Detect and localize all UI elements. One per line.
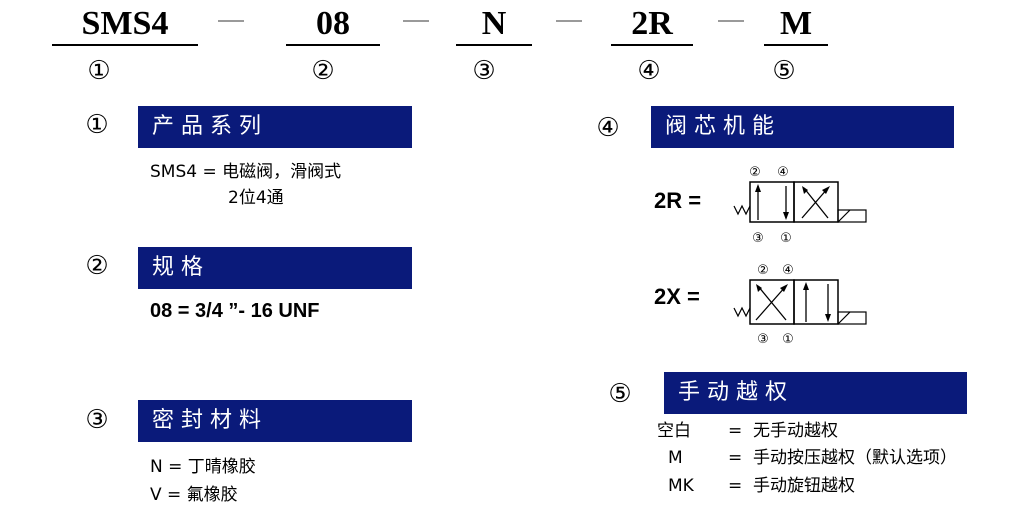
port-label-top: ② [749,165,761,180]
section-title-series: 产品系列 [138,106,412,148]
series-line-1: SMS4 = 电磁阀，滑阀式 [150,162,342,182]
code-segment-override: M [764,4,828,46]
code-segment-function: 2R [611,4,693,46]
code-separator [403,20,429,22]
port-label-bottom: ① [780,231,792,244]
seal-line-2: V = 氟橡胶 [150,485,238,505]
port-label-top: ④ [782,263,794,278]
code-separator [556,20,582,22]
override-desc: 手动旋钮越权 [753,476,855,496]
section-title-size: 规格 [138,247,412,289]
code-separator [718,20,744,22]
override-eq: = [728,448,743,468]
section-marker: ⑤ [608,379,632,409]
code-marker-1: ① [87,56,111,86]
section-title-seal: 密封材料 [138,400,412,442]
seal-line-1: N = 丁晴橡胶 [150,457,256,477]
spring-icon [733,204,751,216]
section-marker: ③ [85,405,109,435]
section-marker: ④ [596,113,620,143]
override-eq: = [728,476,743,496]
code-separator [218,20,244,22]
port-label-top: ② [757,263,769,278]
port-label-bottom: ③ [757,332,769,346]
code-marker-3: ③ [472,56,496,86]
code-marker-2: ② [311,56,335,86]
override-eq: = [728,421,743,441]
port-label-bottom: ① [782,332,794,346]
code-segment-seal: N [456,4,532,46]
code-segment-size: 08 [286,4,380,46]
port-label-bottom: ③ [752,231,764,244]
size-line-1: 08 = 3/4 ”- 16 UNF [150,300,320,322]
override-desc: 无手动越权 [753,421,838,441]
valve-symbol-2r: ② ④ ③ ① [733,165,867,244]
section-marker: ② [85,251,109,281]
override-code: 空白 [657,421,691,441]
valve-symbol-2x: ② ④ ③ ① [733,263,867,346]
code-marker-5: ⑤ [772,56,796,86]
function-2x-label: 2X = [654,284,700,309]
function-2r-label: 2R = [654,188,702,213]
override-code: MK [668,476,694,496]
code-segment-series: SMS4 [52,4,198,46]
port-label-top: ④ [777,165,789,180]
section-marker: ① [85,110,109,140]
code-marker-4: ④ [637,56,661,86]
override-code: M [668,448,683,468]
spring-icon [733,306,751,318]
series-line-2: 2位4通 [228,188,284,208]
section-title-override: 手动越权 [664,372,967,414]
override-desc: 手动按压越权（默认选项） [753,448,957,468]
section-title-function: 阀芯机能 [651,106,954,148]
